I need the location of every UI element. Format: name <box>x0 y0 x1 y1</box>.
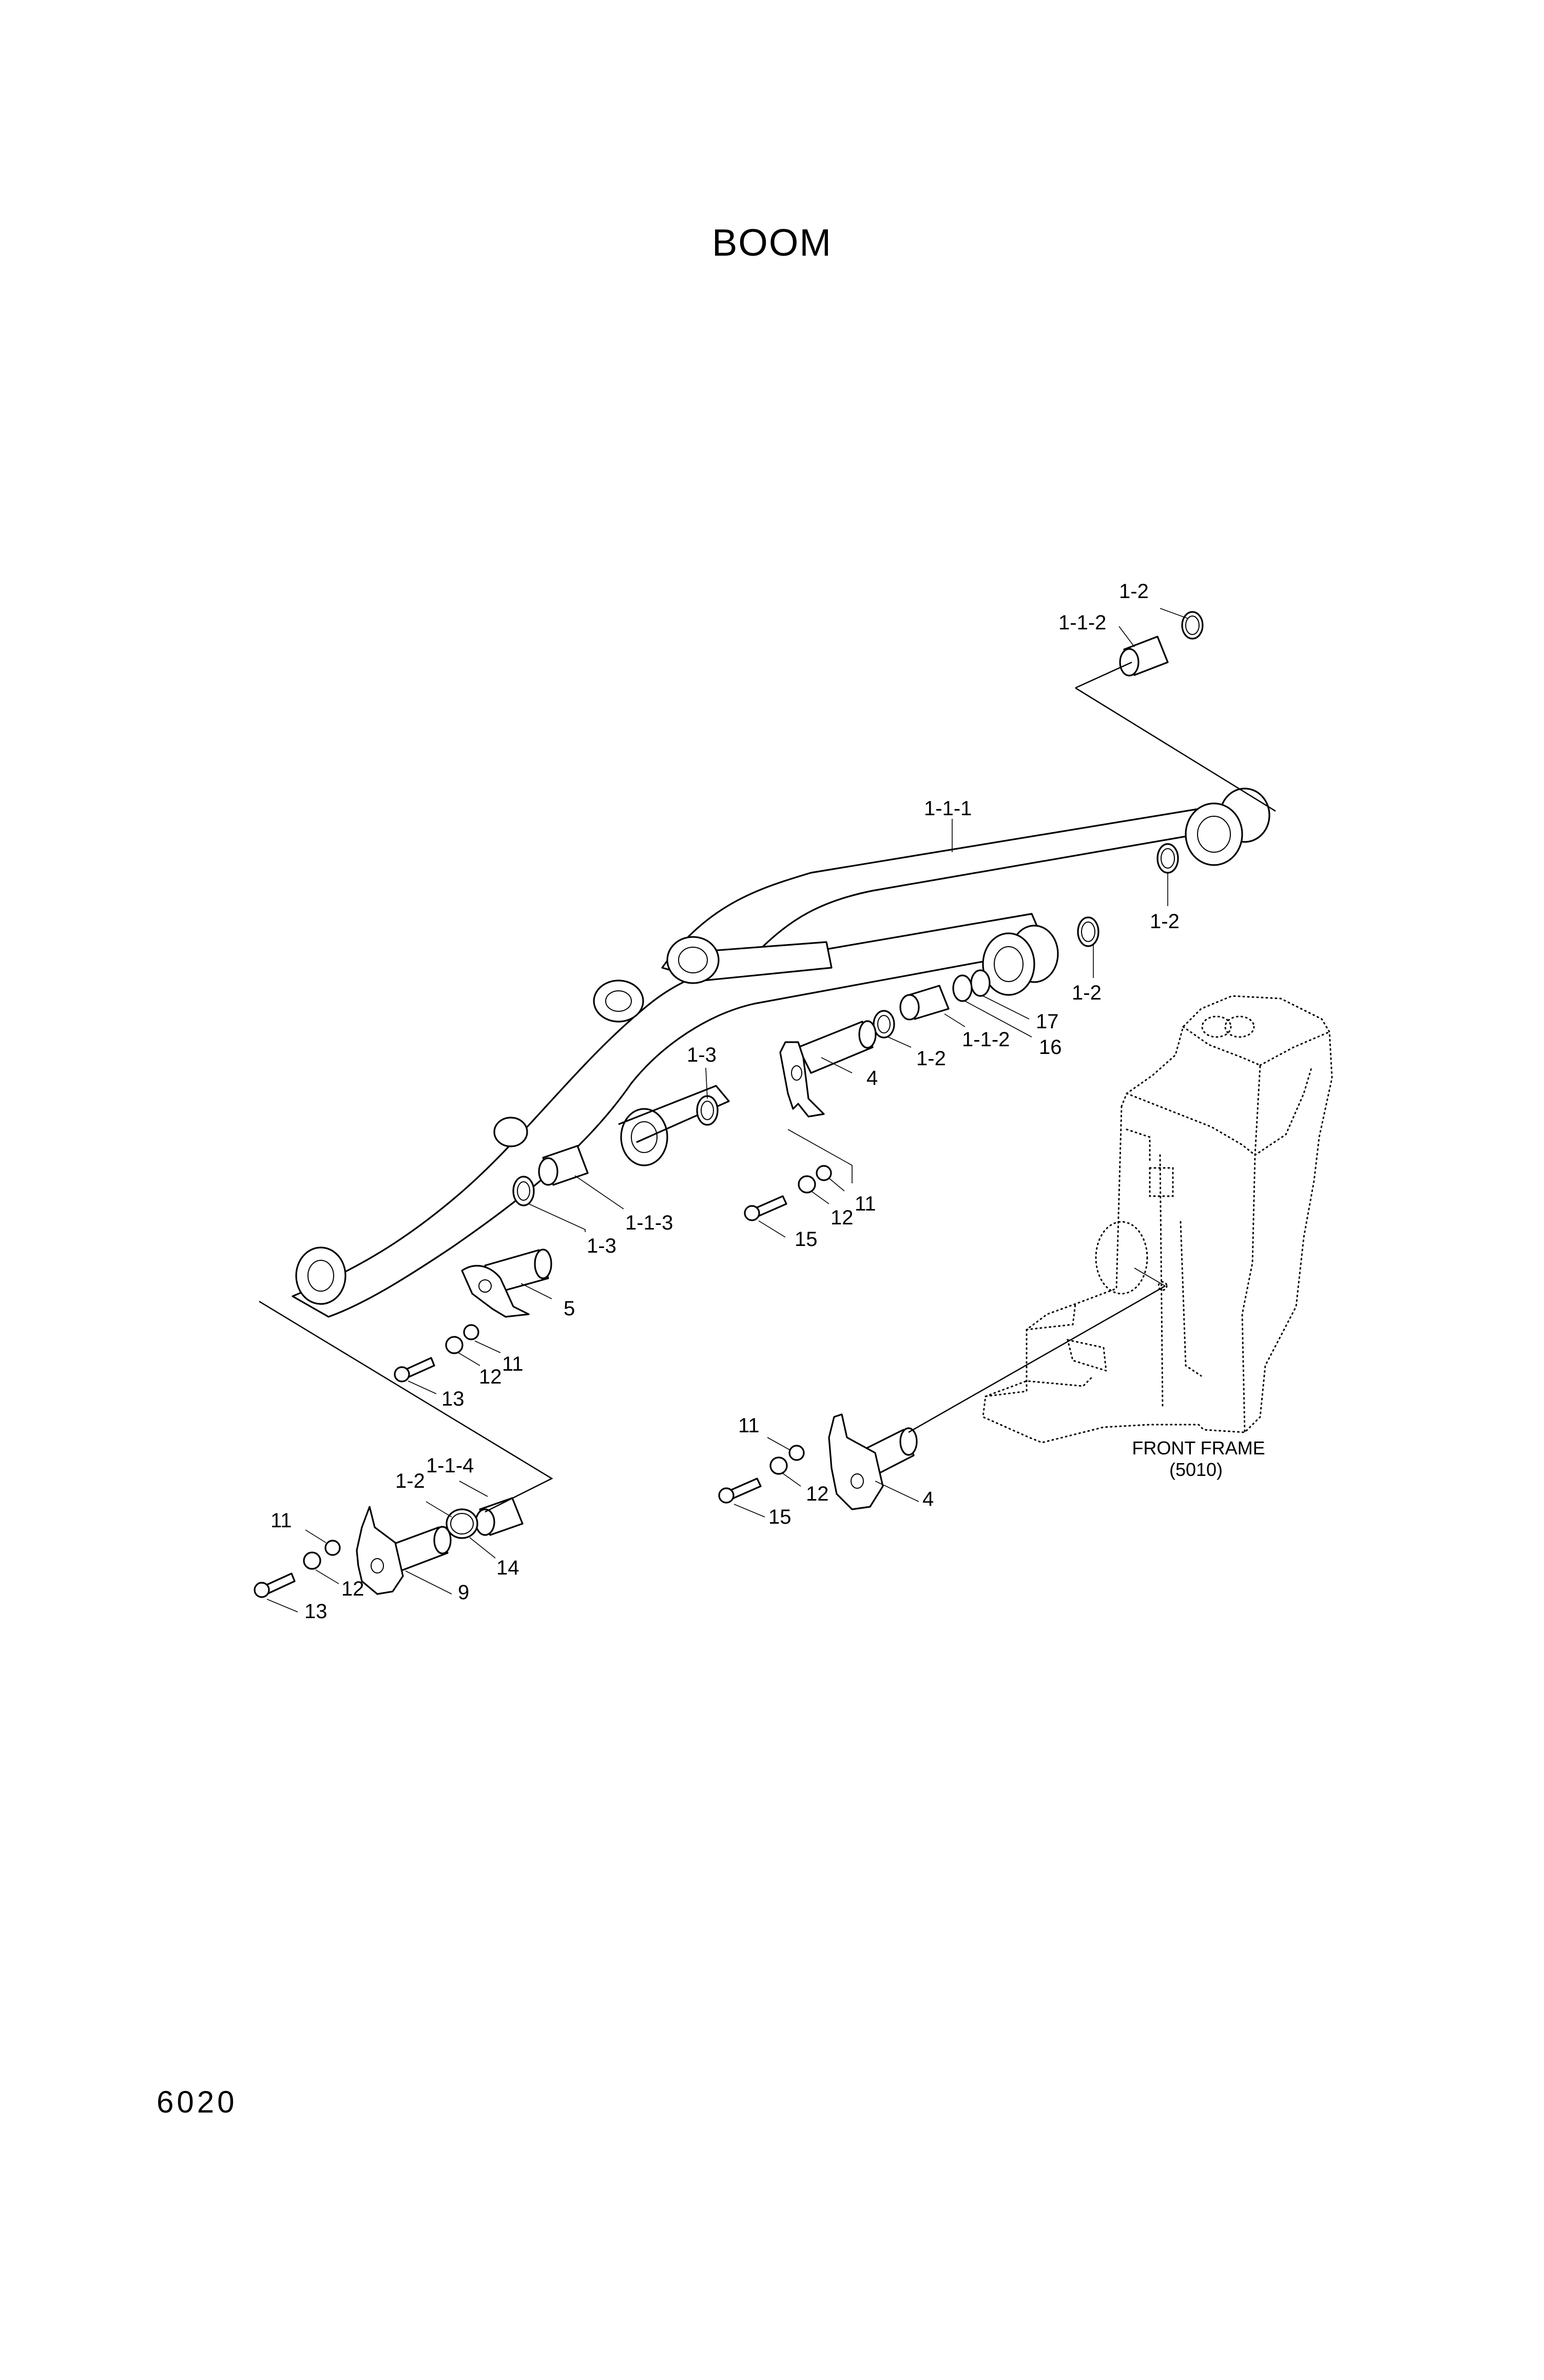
callout-13-left: 13 <box>441 1388 465 1410</box>
leader-lines <box>259 608 1276 1613</box>
pins-and-fasteners <box>254 1020 918 1598</box>
callout-15-lower: 15 <box>768 1506 792 1528</box>
callout-4-upper: 4 <box>866 1067 878 1089</box>
callout-labels: 1-1-2 1-2 1-1-1 1-2 1-2 17 16 1-1-2 1-2 … <box>271 580 1265 1623</box>
callout-12-lower: 12 <box>806 1483 829 1505</box>
callout-1-2-right-upper: 1-2 <box>1150 910 1180 933</box>
callout-17: 17 <box>1036 1010 1059 1033</box>
callout-14: 14 <box>496 1557 519 1579</box>
page-title: BOOM <box>711 221 833 264</box>
callout-11-left: 11 <box>502 1353 524 1375</box>
callout-16: 16 <box>1039 1036 1062 1059</box>
boom-arm-assembly <box>292 788 1270 1318</box>
callout-11-bottom: 11 <box>271 1509 292 1532</box>
callout-1-1-4: 1-1-4 <box>426 1454 474 1477</box>
callout-5: 5 <box>564 1297 575 1320</box>
callout-12-bottom: 12 <box>341 1578 364 1600</box>
callout-1-1-2-top: 1-1-2 <box>1058 611 1106 634</box>
callout-1-2-top: 1-2 <box>1119 580 1149 603</box>
front-frame-ref: (5010) <box>1169 1459 1223 1480</box>
callout-13-bottom: 13 <box>304 1600 327 1623</box>
callout-11-upper: 11 <box>855 1193 876 1215</box>
callout-4-lower: 4 <box>922 1488 934 1510</box>
callout-1-2-lower: 1-2 <box>395 1470 425 1492</box>
bushings-and-rings <box>446 611 1204 1539</box>
callout-12-upper: 12 <box>831 1206 854 1229</box>
front-frame-label: FRONT FRAME <box>1132 1437 1265 1458</box>
callout-1-2-mid: 1-2 <box>916 1047 946 1070</box>
callout-11-lower: 11 <box>738 1414 760 1437</box>
callout-1-1-3: 1-1-3 <box>625 1212 673 1234</box>
callout-1-1-2-mid: 1-1-2 <box>962 1028 1010 1051</box>
callout-1-2-right-mid: 1-2 <box>1072 982 1102 1004</box>
callout-9: 9 <box>458 1581 469 1604</box>
page-number: 6020 <box>157 2085 238 2119</box>
callout-1-3-upper: 1-3 <box>687 1044 717 1066</box>
callout-1-1-1: 1-1-1 <box>924 797 972 820</box>
callout-15-upper: 15 <box>795 1228 818 1251</box>
callout-12-left: 12 <box>479 1366 502 1388</box>
front-frame-drawing <box>982 995 1333 1444</box>
callout-1-3-lower: 1-3 <box>587 1235 616 1257</box>
